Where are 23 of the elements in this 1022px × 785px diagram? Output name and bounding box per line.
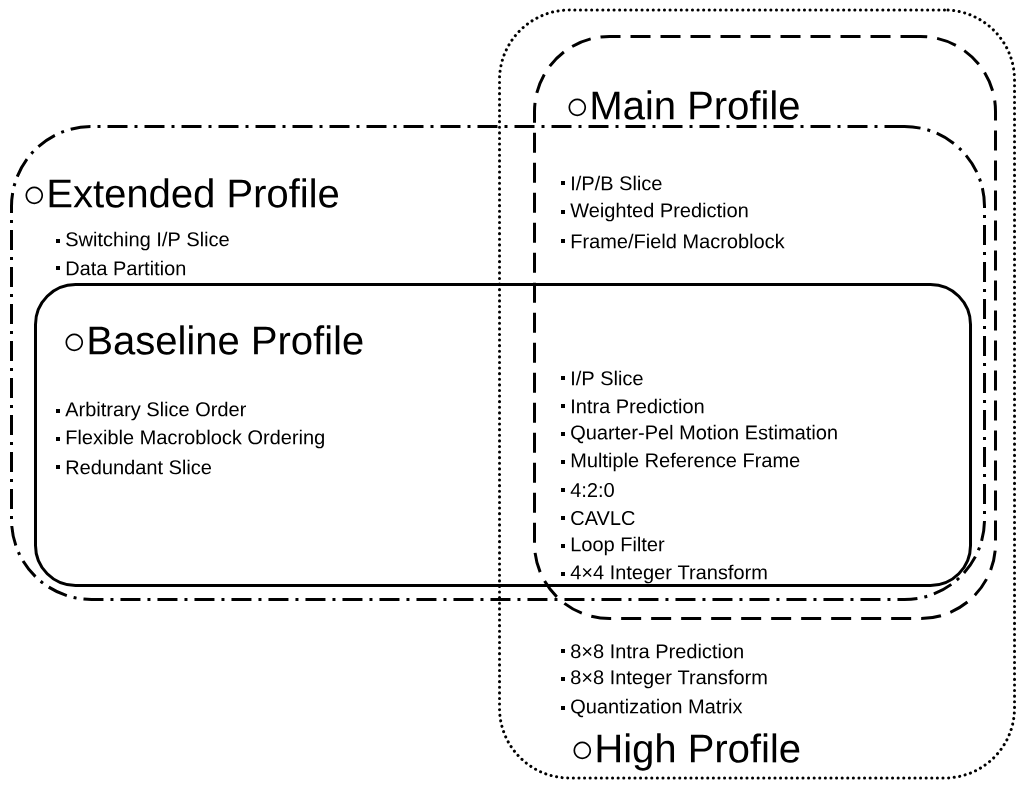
feature-item: Frame/Field Macroblock — [571, 233, 785, 249]
profile-title: ○Extended Profile — [25, 178, 339, 208]
feature-item: Arbitrary Slice Order — [65, 401, 246, 421]
feature-item: Flexible Macroblock Ordering — [66, 429, 324, 449]
feature-item: Quarter-Pel Motion Estimation — [571, 424, 837, 444]
feature-item: 8×8 Integer Transform — [571, 669, 767, 689]
feature-item: Data Partition — [66, 260, 186, 276]
profile-title: ○Main Profile — [568, 90, 799, 120]
feature-item: CAVLC — [571, 510, 635, 526]
feature-item: Quantization Matrix — [571, 698, 743, 718]
feature-item: Loop Filter — [571, 536, 665, 556]
feature-item: I/P/B Slice — [572, 175, 662, 191]
feature-item: Weighted Prediction — [570, 202, 748, 222]
feature-item: 8×8 Intra Prediction — [571, 643, 743, 659]
feature-item: Intra Prediction — [572, 398, 704, 414]
feature-item: Switching I/P Slice — [66, 231, 229, 251]
feature-item: Redundant Slice — [66, 459, 212, 475]
feature-item: I/P Slice — [572, 370, 643, 386]
profile-title: ○Baseline Profile — [65, 325, 363, 355]
profile-title: ○High Profile — [573, 733, 800, 771]
feature-item: Multiple Reference Frame — [571, 452, 800, 472]
feature-item: 4×4 Integer Transform — [570, 564, 767, 584]
feature-item: 4:2:0 — [570, 482, 614, 498]
